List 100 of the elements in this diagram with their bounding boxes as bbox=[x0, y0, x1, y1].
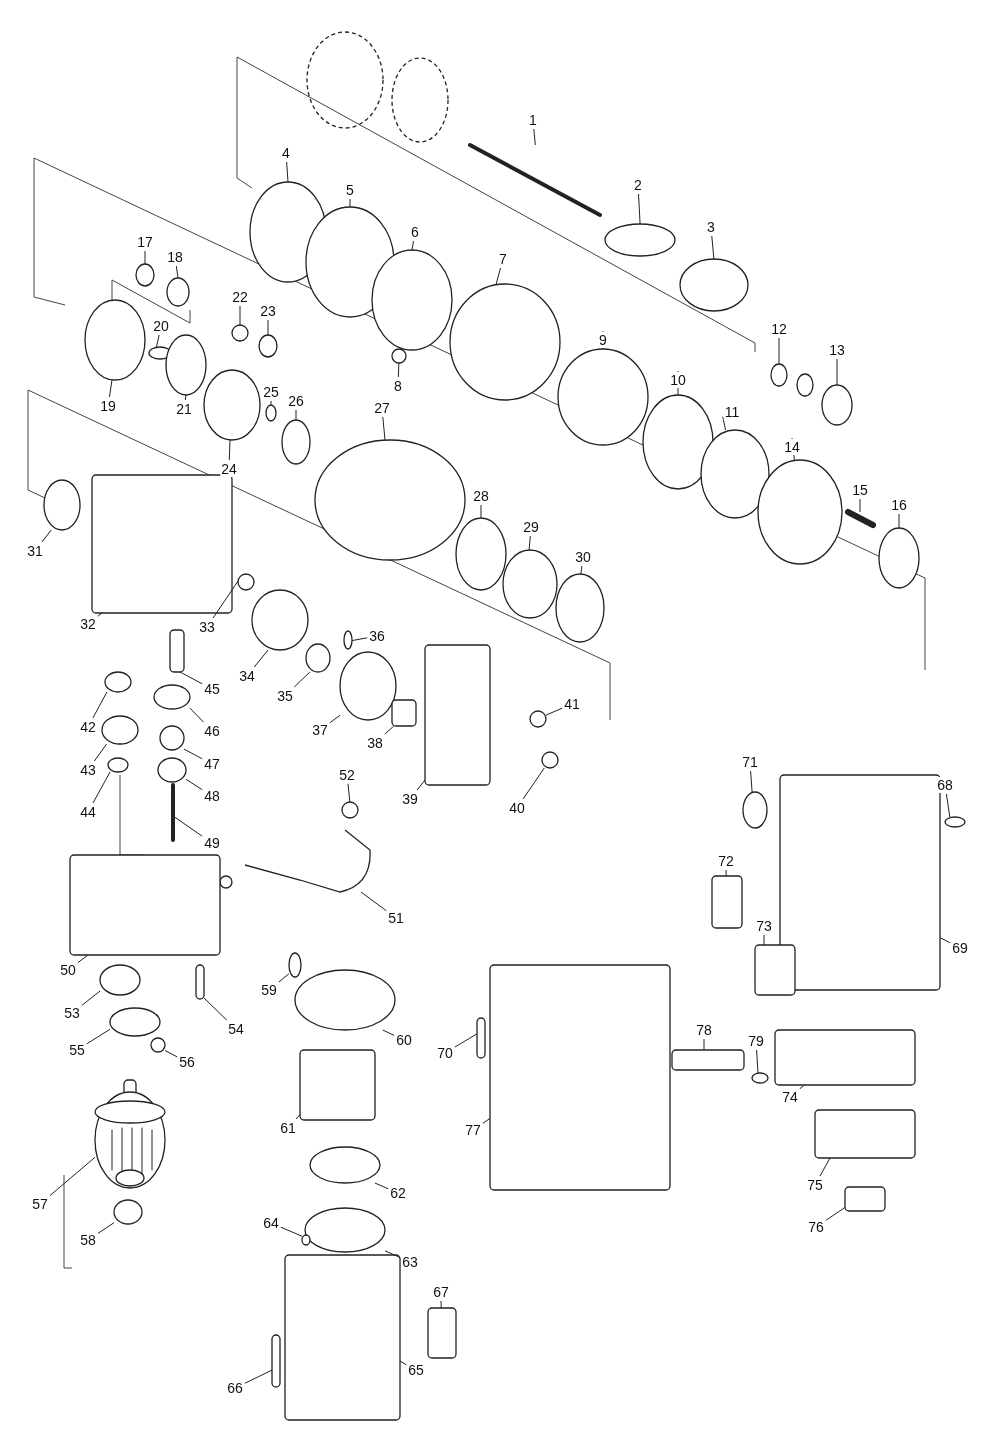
bracket-plate bbox=[671, 1049, 745, 1071]
leader-line bbox=[763, 934, 765, 946]
leader-line bbox=[382, 416, 386, 441]
callout-number: 68 bbox=[936, 777, 954, 793]
callout-number: 48 bbox=[203, 788, 221, 804]
washer bbox=[165, 334, 207, 396]
bearing bbox=[104, 671, 132, 693]
leader-line bbox=[86, 1028, 111, 1045]
callout-number: 8 bbox=[393, 378, 403, 394]
pin bbox=[845, 509, 876, 528]
leader-line bbox=[244, 1369, 273, 1384]
callout-number: 75 bbox=[806, 1177, 824, 1193]
leader-line bbox=[349, 198, 351, 208]
callout-number: 73 bbox=[755, 918, 773, 934]
leader-line bbox=[482, 1117, 491, 1124]
callout-number: 55 bbox=[68, 1042, 86, 1058]
callout-number: 71 bbox=[741, 754, 759, 770]
callout-number: 67 bbox=[432, 1284, 450, 1300]
leader-line bbox=[189, 707, 204, 723]
callout-number: 1 bbox=[528, 112, 538, 128]
pin bbox=[171, 783, 175, 842]
callout-number: 23 bbox=[259, 303, 277, 319]
sleeve bbox=[821, 384, 853, 426]
label bbox=[427, 1307, 457, 1359]
o-ring bbox=[555, 573, 605, 643]
leader-line bbox=[212, 580, 239, 619]
o-ring bbox=[502, 549, 558, 619]
leader-line bbox=[360, 891, 387, 912]
callout-number: 5 bbox=[345, 182, 355, 198]
screw bbox=[150, 1037, 166, 1053]
pin bbox=[265, 404, 277, 422]
leader-line bbox=[183, 748, 203, 760]
armature bbox=[94, 1079, 166, 1189]
callout-number: 12 bbox=[770, 321, 788, 337]
leader-line bbox=[278, 973, 290, 983]
leader-line bbox=[77, 954, 89, 964]
callout-number: 77 bbox=[464, 1122, 482, 1138]
callout-number: 15 bbox=[851, 482, 869, 498]
callout-number: 16 bbox=[890, 497, 908, 513]
housing bbox=[69, 854, 221, 956]
callout-number: 37 bbox=[311, 722, 329, 738]
callout-number: 36 bbox=[368, 628, 386, 644]
callout-number: 54 bbox=[227, 1021, 245, 1037]
leader-line bbox=[108, 379, 113, 398]
callout-number: 9 bbox=[598, 332, 608, 348]
leader-line bbox=[384, 1250, 401, 1259]
leader-line bbox=[480, 504, 482, 519]
leader-line bbox=[49, 1156, 96, 1197]
leader-line bbox=[41, 529, 52, 543]
callout-number: 39 bbox=[401, 791, 419, 807]
callout-number: 32 bbox=[79, 616, 97, 632]
callout-number: 70 bbox=[436, 1045, 454, 1061]
leader-line bbox=[778, 337, 780, 365]
board bbox=[774, 1029, 916, 1086]
callout-number: 10 bbox=[669, 372, 687, 388]
callout-number: 14 bbox=[783, 439, 801, 455]
o-ring bbox=[371, 249, 453, 351]
leader-line bbox=[374, 1182, 389, 1190]
leader-line bbox=[416, 779, 426, 791]
leader-line bbox=[93, 743, 108, 762]
o-ring bbox=[700, 429, 770, 519]
callout-number: 52 bbox=[338, 767, 356, 783]
leader-line bbox=[144, 250, 146, 265]
bearing bbox=[258, 334, 278, 358]
leader-line bbox=[351, 637, 368, 642]
cylinder-part bbox=[757, 459, 843, 565]
callout-number: 21 bbox=[175, 401, 193, 417]
screw bbox=[529, 710, 547, 728]
ring bbox=[304, 1207, 386, 1253]
callout-number: 57 bbox=[31, 1196, 49, 1212]
needle-bearing bbox=[135, 263, 155, 287]
bearing bbox=[455, 517, 507, 591]
leader-line bbox=[267, 319, 269, 336]
callout-number: 27 bbox=[373, 400, 391, 416]
ring bbox=[305, 206, 395, 318]
switch bbox=[754, 944, 796, 996]
needle-bearing bbox=[159, 725, 185, 751]
callout-number: 42 bbox=[79, 719, 97, 735]
callout-number: 69 bbox=[951, 940, 969, 956]
callout-number: 76 bbox=[807, 1219, 825, 1235]
leader-line bbox=[799, 1084, 805, 1090]
callout-number: 19 bbox=[99, 398, 117, 414]
callout-number: 74 bbox=[781, 1089, 799, 1105]
leader-line bbox=[836, 358, 838, 386]
leader-line bbox=[440, 1300, 442, 1309]
bearing bbox=[43, 479, 81, 531]
callout-number: 44 bbox=[79, 804, 97, 820]
leader-line bbox=[92, 771, 111, 804]
shaft bbox=[169, 629, 185, 673]
leader-line bbox=[382, 1029, 395, 1036]
plate bbox=[309, 1146, 381, 1184]
leader-line bbox=[185, 778, 203, 791]
leader-line bbox=[898, 513, 900, 529]
screw bbox=[751, 1072, 769, 1084]
gear bbox=[203, 369, 261, 441]
housing bbox=[91, 474, 233, 614]
callout-number: 20 bbox=[152, 318, 170, 334]
callout-number: 63 bbox=[401, 1254, 419, 1270]
leader-line bbox=[454, 1033, 478, 1048]
leader-line bbox=[253, 649, 269, 668]
